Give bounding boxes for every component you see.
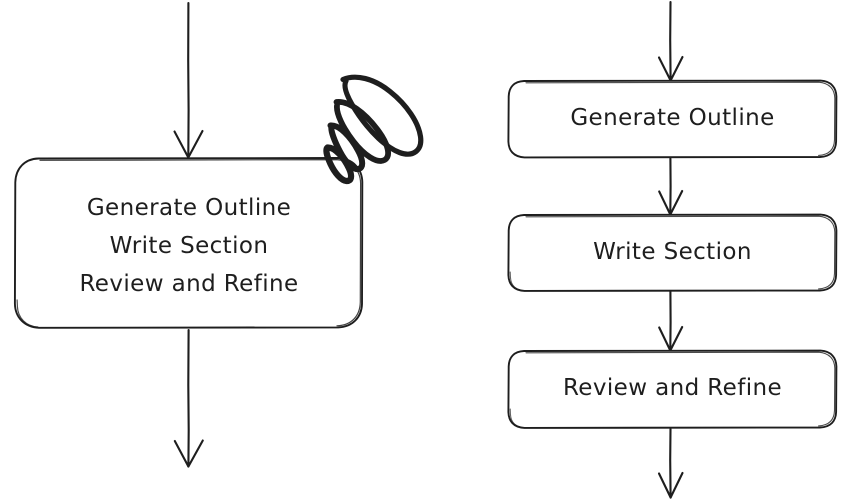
arrow-out-of-merged-node	[173, 328, 204, 468]
node-write-section-shape[interactable]	[507, 213, 838, 292]
arrow-into-generate-outline	[657, 0, 684, 82]
arrow-out-of-review-and-refine	[657, 427, 684, 499]
node-review-and-refine-shape[interactable]	[507, 349, 838, 429]
arrow-into-merged-node	[173, 1, 204, 159]
arrow-write-to-review	[658, 290, 684, 352]
scribble-icon	[323, 74, 424, 185]
merged-node-shape[interactable]	[13, 157, 364, 329]
node-generate-outline-shape[interactable]	[507, 79, 838, 159]
arrow-generate-to-write	[658, 157, 684, 216]
